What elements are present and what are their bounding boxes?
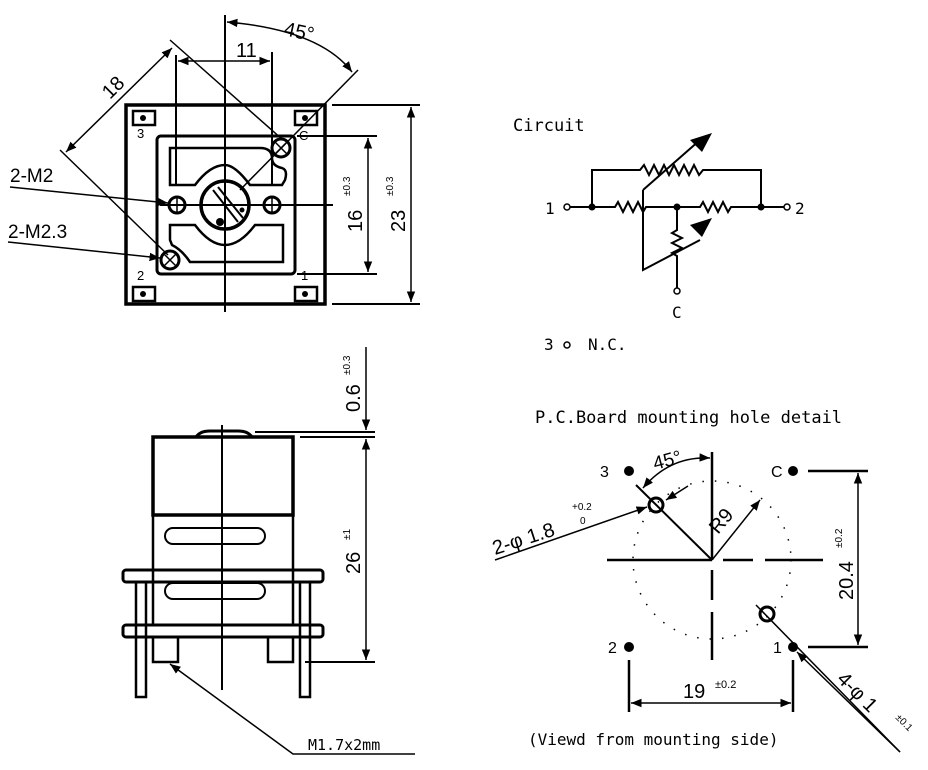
dim-height-tol: ±1: [342, 529, 353, 540]
pcb-caption: (Viewd from mounting side): [528, 730, 778, 749]
standoff-left: [151, 635, 180, 664]
pin-label-c: C: [299, 128, 308, 143]
pcb-pin-label-1: 1: [773, 640, 782, 657]
pcb-upper: [121, 568, 325, 584]
dim-gap-tol: ±0.3: [342, 355, 353, 375]
hole-large-label: 2-φ 1.8: [490, 519, 558, 560]
pcb-mounting-detail: P.C.Board mounting hole detail 45° R9 2-…: [490, 408, 915, 753]
circuit-terminal-c: C: [672, 303, 682, 322]
terminal-1-node: [563, 203, 571, 211]
callout-m2: 2-M2: [10, 166, 53, 187]
dim-gap-label: 0.6: [343, 384, 365, 412]
circuit-terminal-2: 2: [795, 199, 805, 218]
dim-inner-height-tol: ±0.3: [342, 176, 353, 196]
mount-hole-lower: [758, 605, 776, 623]
dim-outer-height-label: 23: [388, 210, 410, 232]
pcb-pin-label-2: 2: [608, 640, 617, 657]
terminal-c-node: [673, 287, 681, 295]
pcb-pin-label-c: C: [771, 464, 783, 481]
pin-label-2: 2: [137, 268, 144, 283]
pcb-detail-title: P.C.Board mounting hole detail: [535, 408, 842, 428]
dim-height-label: 26: [343, 552, 365, 574]
pin-hole-c: [788, 466, 798, 476]
pin-hole-2: [624, 642, 634, 652]
standoff-right: [266, 635, 295, 664]
callout-m23: 2-M2.3: [8, 222, 67, 243]
pcb-pin-label-3: 3: [600, 464, 609, 481]
top-view: 11 45° 18 16 ±0.3 23 ±0.3 2-M2 2-M2.3 3 …: [7, 15, 420, 312]
dim-vertical-tol: ±0.2: [834, 528, 845, 548]
circuit-diagram: Circuit 1 2 C 3 N.C.: [513, 116, 805, 354]
mount-hole-upper: [647, 496, 665, 514]
pcb-angle-label: 45°: [651, 447, 684, 475]
nc-note-text: N.C.: [588, 335, 627, 354]
dim-horizontal-label: 19: [683, 681, 705, 703]
hole-large-tol-lower: 0: [580, 516, 586, 527]
dim-angle-label: 45°: [282, 18, 316, 46]
pin-hole-3: [624, 466, 634, 476]
circuit-terminal-1: 1: [545, 199, 555, 218]
nc-note-node: [563, 341, 571, 349]
dim-diagonal-label: 18: [98, 72, 129, 103]
hole-small-tol: ±0.1: [893, 712, 915, 734]
dim-inner-height-label: 16: [345, 210, 367, 232]
dim-outer-height-tol: ±0.3: [385, 176, 396, 196]
callout-screw: M1.7x2mm: [308, 736, 380, 754]
lower-slot: [168, 223, 285, 264]
pin-label-3: 3: [137, 126, 144, 141]
pin-left: [134, 580, 148, 699]
circuit-title: Circuit: [513, 116, 585, 136]
dim-width-label: 11: [236, 40, 257, 62]
pin-label-1: 1: [301, 268, 308, 283]
side-view: 0.6 ±0.3 26 ±1 M1.7x2mm: [121, 347, 415, 755]
hole-large-tol-upper: +0.2: [572, 502, 592, 513]
dim-vertical-label: 20.4: [836, 561, 858, 600]
pcb-lower: [121, 623, 325, 639]
terminal-2-node: [783, 203, 791, 211]
pin-right: [298, 580, 312, 699]
nc-note-pin: 3: [544, 335, 554, 354]
dim-horizontal-tol: ±0.2: [715, 679, 736, 691]
